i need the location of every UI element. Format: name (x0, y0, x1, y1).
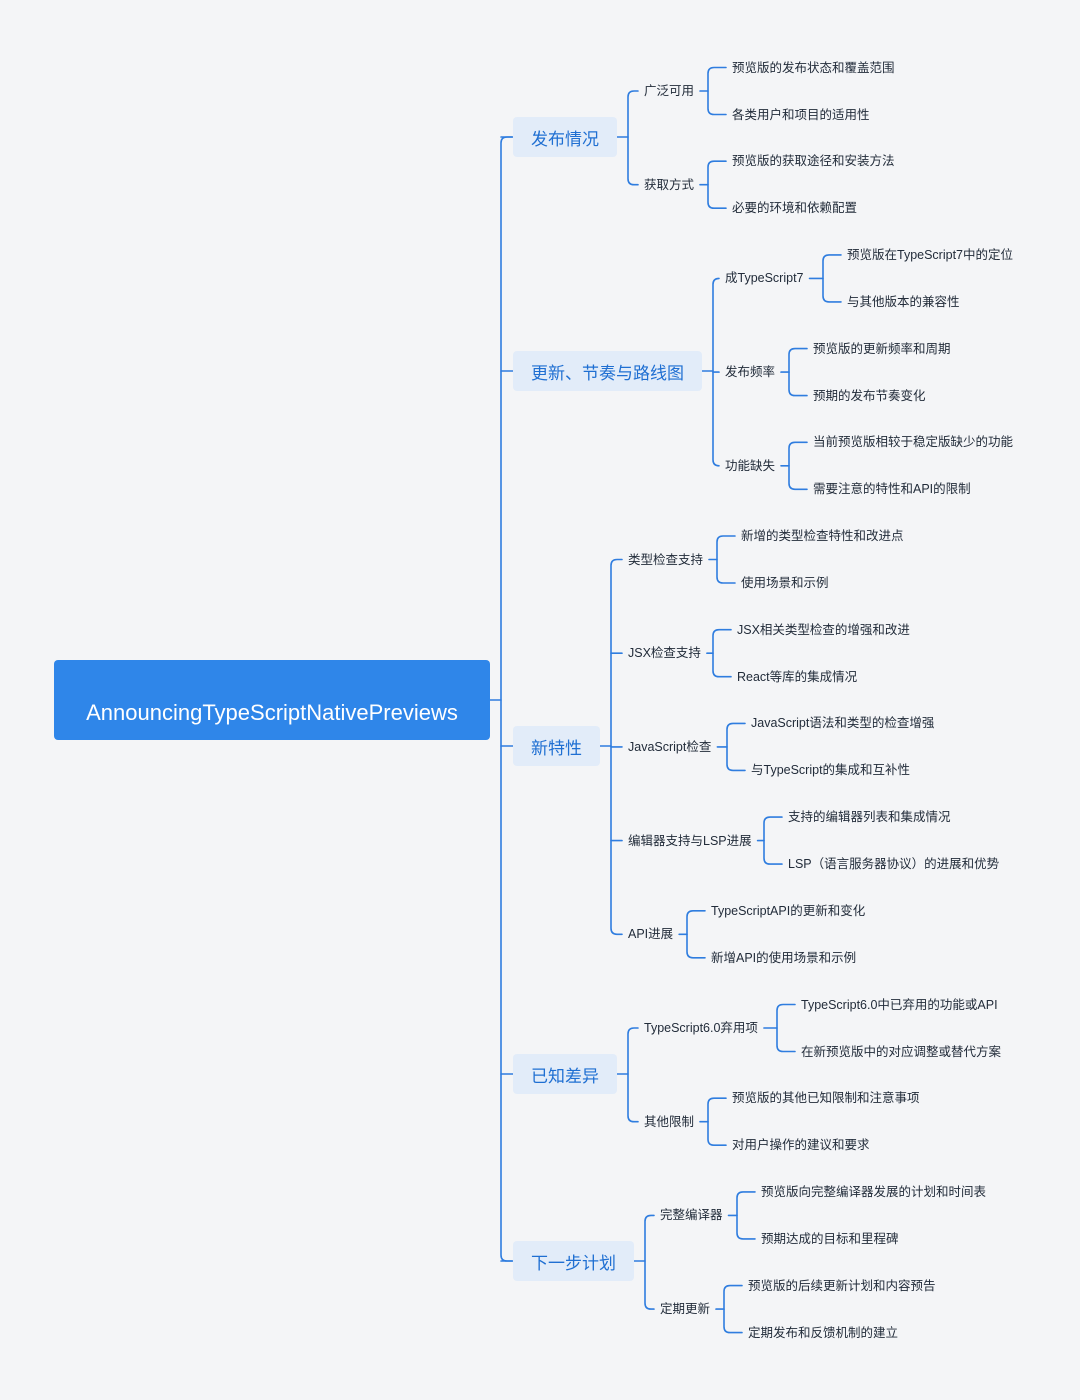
leaf-bracket-1-0 (822, 254, 842, 303)
leaf-node-2-3-1[interactable]: LSP（语言服务器协议）的进展和优势 (788, 857, 1000, 872)
sub-node-0-1[interactable]: 获取方式 (644, 177, 695, 192)
leaf-node-0-1-1[interactable]: 必要的环境和依赖配置 (732, 201, 858, 216)
sub-bracket-3 (627, 1027, 639, 1123)
branch-node-0[interactable]: 发布情况 (513, 117, 617, 157)
leaf-node-2-1-1[interactable]: React等库的集成情况 (737, 669, 858, 684)
sub-node-1-1[interactable]: 发布频率 (725, 365, 776, 380)
leaf-node-2-1-0[interactable]: JSX相关类型检查的增强和改进 (737, 622, 910, 637)
leaf-node-3-0-1[interactable]: 在新预览版中的对应调整或替代方案 (801, 1044, 1002, 1059)
leaf-node-4-0-0[interactable]: 预览版向完整编译器发展的计划和时间表 (761, 1184, 987, 1199)
leaf-node-4-1-0[interactable]: 预览版的后续更新计划和内容预告 (748, 1278, 936, 1293)
sub-node-2-1[interactable]: JSX检查支持 (628, 646, 701, 661)
sub-node-2-2[interactable]: JavaScript检查 (628, 739, 712, 754)
leaf-bracket-2-3 (763, 816, 783, 865)
leaf-bracket-2-4 (686, 910, 706, 959)
leaf-node-2-3-0[interactable]: 支持的编辑器列表和集成情况 (788, 810, 951, 825)
sub-node-0-0[interactable]: 广泛可用 (644, 84, 695, 98)
leaf-bracket-2-0 (716, 535, 736, 584)
leaf-node-1-0-1[interactable]: 与其他版本的兼容性 (847, 294, 960, 309)
leaf-node-1-1-0[interactable]: 预览版的更新频率和周期 (813, 341, 951, 356)
leaf-node-4-1-1[interactable]: 定期发布和反馈机制的建立 (748, 1325, 899, 1340)
sub-node-2-3[interactable]: 编辑器支持与LSP进展 (628, 833, 752, 848)
leaf-bracket-1-1 (788, 347, 808, 397)
leaf-node-0-0-0[interactable]: 预览版的发布状态和覆盖范围 (732, 60, 895, 75)
sub-node-3-0[interactable]: TypeScript6.0弃用项 (644, 1021, 758, 1035)
branch-node-1[interactable]: 更新、节奏与路线图 (513, 351, 702, 391)
main-spine (500, 136, 513, 1262)
sub-node-4-1[interactable]: 定期更新 (660, 1302, 711, 1317)
leaf-node-2-0-1[interactable]: 使用场景和示例 (741, 576, 829, 590)
leaf-bracket-4-1 (723, 1284, 743, 1334)
leaf-bracket-0-1 (707, 160, 727, 209)
leaf-node-1-1-1[interactable]: 预期的发布节奏变化 (813, 388, 926, 403)
leaf-node-4-0-1[interactable]: 预期达成的目标和里程碑 (761, 1231, 899, 1246)
sub-node-4-0[interactable]: 完整编译器 (660, 1208, 723, 1223)
sub-node-3-1[interactable]: 其他限制 (644, 1114, 695, 1129)
sub-node-2-0[interactable]: 类型检查支持 (628, 552, 704, 567)
leaf-node-0-1-0[interactable]: 预览版的获取途径和安装方法 (732, 154, 895, 169)
branch-node-3[interactable]: 已知差异 (513, 1054, 617, 1094)
leaf-node-1-0-0[interactable]: 预览版在TypeScript7中的定位 (847, 247, 1014, 262)
leaf-node-2-2-0[interactable]: JavaScript语法和类型的检查增强 (751, 716, 935, 731)
sub-node-2-4[interactable]: API进展 (628, 927, 674, 942)
leaf-node-2-4-1[interactable]: 新增API的使用场景和示例 (711, 950, 857, 965)
sub-bracket-0 (627, 90, 639, 186)
leaf-node-2-4-0[interactable]: TypeScriptAPI的更新和变化 (711, 903, 866, 918)
sub-node-1-2[interactable]: 功能缺失 (725, 458, 776, 473)
branch-node-4[interactable]: 下一步计划 (513, 1241, 634, 1281)
branch-node-2[interactable]: 新特性 (513, 726, 600, 766)
leaf-bracket-4-0 (736, 1191, 756, 1240)
root-node[interactable]: AnnouncingTypeScriptNativePreviews (54, 660, 490, 740)
leaf-node-2-0-0[interactable]: 新增的类型检查特性和改进点 (741, 529, 904, 543)
leaf-node-1-2-0[interactable]: 当前预览版相较于稳定版缺少的功能 (813, 435, 1014, 450)
leaf-node-0-0-1[interactable]: 各类用户和项目的适用性 (732, 107, 870, 122)
leaf-bracket-2-1 (712, 628, 732, 678)
leaf-bracket-3-0 (776, 1003, 796, 1053)
leaf-bracket-3-1 (707, 1097, 727, 1146)
leaf-node-2-2-1[interactable]: 与TypeScript的集成和互补性 (751, 763, 911, 778)
leaf-node-3-1-0[interactable]: 预览版的其他已知限制和注意事项 (732, 1091, 920, 1106)
leaf-node-3-1-1[interactable]: 对用户操作的建议和要求 (732, 1138, 870, 1153)
leaf-node-1-2-1[interactable]: 需要注意的特性和API的限制 (813, 482, 971, 497)
leaf-bracket-0-0 (707, 66, 727, 116)
sub-bracket-4 (644, 1214, 655, 1310)
leaf-bracket-2-2 (726, 722, 746, 772)
leaf-node-3-0-0[interactable]: TypeScript6.0中已弃用的功能或API (801, 997, 998, 1012)
leaf-bracket-1-2 (788, 441, 808, 491)
sub-node-1-0[interactable]: 成TypeScript7 (725, 271, 804, 286)
